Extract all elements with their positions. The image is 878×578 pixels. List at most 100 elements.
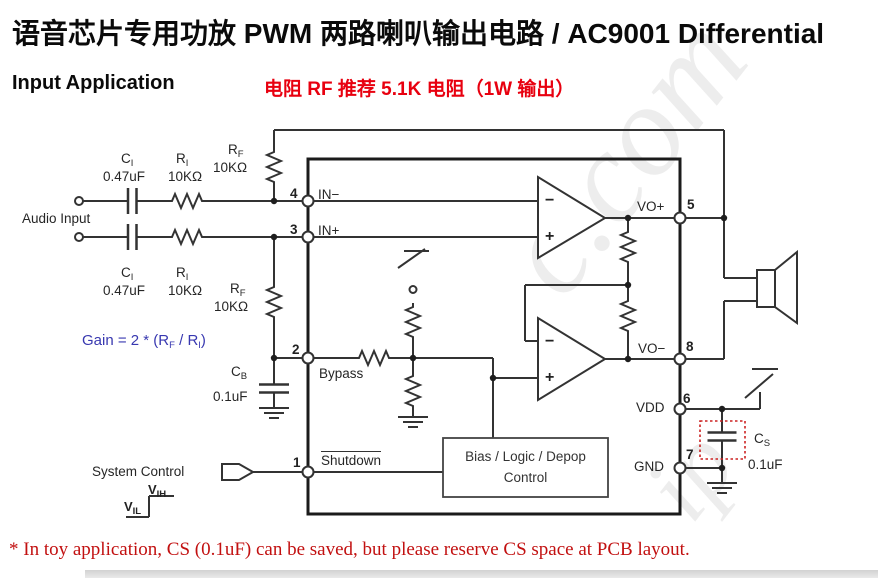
pin4-number: 4: [290, 186, 298, 201]
pin2-label: Bypass: [319, 366, 364, 381]
pin8-number: 8: [686, 339, 694, 354]
vil-label: VIL: [124, 499, 141, 517]
page-title-line2: Input Application: [12, 72, 175, 94]
value-ri-top: 10KΩ: [168, 169, 203, 184]
label-ri-top-base: R: [176, 151, 186, 166]
vil-sub: IL: [132, 506, 142, 517]
label-cs-sub: S: [763, 438, 771, 449]
opamp2-minus-sign: −: [545, 333, 555, 350]
capacitor-cb: [259, 383, 289, 394]
pin3-label: IN+: [318, 223, 340, 238]
gain-s1: F: [169, 340, 175, 351]
pin3-number: 3: [290, 222, 298, 237]
label-cs: CS: [754, 431, 770, 449]
value-rf-top: 10KΩ: [213, 160, 248, 175]
pin1-label: Shutdown: [321, 451, 382, 468]
value-ri-bottom: 10KΩ: [168, 283, 203, 298]
system-control-arrow-icon: [221, 463, 256, 481]
opamp-1: [537, 175, 607, 260]
resistor-mid-lower: [405, 371, 421, 411]
label-ci-top: CI: [121, 151, 133, 169]
label-ci-top-base: C: [121, 151, 131, 166]
opamp1-plus-sign: +: [545, 228, 555, 245]
junction-dots: [270, 197, 728, 472]
pin5-number: 5: [687, 197, 695, 212]
resistor-rf-bottom: [266, 282, 282, 322]
vil-base: V: [124, 499, 133, 514]
footnote: * In toy application, CS (0.1uF) can be …: [9, 539, 690, 560]
wires: [79, 129, 761, 518]
pin5-label: VO+: [637, 199, 665, 214]
label-cb-base: C: [231, 364, 241, 379]
bias-block-line2: Control: [503, 469, 548, 485]
label-rf-bottom-sub: F: [239, 288, 246, 299]
ic-pin-circles: [301, 194, 687, 479]
pin7-number: 7: [686, 447, 694, 462]
input-terminal-circles: [74, 196, 84, 242]
speaker-icon: [756, 249, 798, 325]
label-rf-top-base: R: [228, 142, 238, 157]
audio-input-label: Audio Input: [22, 211, 91, 226]
opamp-2: [537, 316, 607, 402]
gain-p1: Gain = 2 * (R: [82, 332, 170, 349]
label-ci-top-sub: I: [130, 158, 134, 169]
label-ri-bottom: RI: [176, 265, 188, 283]
capacitor-ci-bottom: [126, 224, 138, 250]
pin1-number: 1: [293, 455, 301, 470]
value-ci-bottom: 0.47uF: [103, 283, 146, 298]
page-title: 语音芯片专用功放 PWM 两路喇叭输出电路 / AC9001 Different…: [12, 18, 825, 49]
opamp2-plus-sign: +: [545, 369, 555, 386]
label-rf-bottom: RF: [230, 281, 246, 299]
vih-sub: IH: [156, 489, 167, 500]
value-cs: 0.1uF: [748, 457, 783, 472]
label-rf-top-sub: F: [237, 149, 244, 160]
value-rf-bottom: 10KΩ: [214, 299, 249, 314]
label-ri-bottom-sub: I: [185, 272, 189, 283]
label-cs-base: C: [754, 431, 764, 446]
label-ci-bottom: CI: [121, 265, 133, 283]
resistor-bypass: [354, 350, 394, 366]
pin6-label: VDD: [636, 400, 665, 415]
gain-p2: / R: [174, 332, 199, 349]
vih-label: VIH: [148, 482, 166, 500]
resistor-mid-upper: [405, 302, 421, 342]
pin2-number: 2: [292, 342, 300, 357]
vih-base: V: [148, 482, 157, 497]
gain-formula: Gain = 2 * (RF / RI): [82, 332, 206, 351]
opamp1-minus-sign: −: [545, 192, 555, 209]
label-ci-bottom-base: C: [121, 265, 131, 280]
gain-p3: ): [200, 332, 206, 349]
label-cb: CB: [231, 364, 247, 382]
pin8-label: VO−: [638, 341, 666, 356]
label-ri-top-sub: I: [185, 158, 189, 169]
resistor-recommendation-note: 电阻 RF 推荐 5.1K 电阻（1W 输出）: [264, 79, 575, 100]
resistor-ri-top: [167, 193, 207, 209]
resistor-feedback-upper: [620, 227, 636, 267]
resistor-ri-bottom: [167, 229, 207, 245]
label-rf-top: RF: [228, 142, 244, 160]
pin6-number: 6: [683, 391, 691, 406]
capacitor-ci-top: [126, 188, 138, 214]
bias-block: Bias / Logic / Depop Control: [443, 438, 608, 497]
pin4-label: IN−: [318, 187, 340, 202]
bottom-strip: [85, 570, 878, 578]
ic-outline: [306, 157, 682, 516]
pin7-label: GND: [634, 459, 664, 474]
gain-s2: I: [198, 340, 201, 351]
switch-vdd-icon: [744, 368, 778, 399]
switch-mid-icon: [397, 248, 429, 294]
label-ri-top: RI: [176, 151, 188, 169]
resistor-feedback-lower: [620, 296, 636, 336]
ground-cb: [259, 407, 289, 419]
label-ci-bottom-sub: I: [130, 272, 134, 283]
cs-reserved-space-box: [699, 420, 746, 460]
label-cb-sub: B: [240, 371, 248, 382]
label-rf-bottom-base: R: [230, 281, 240, 296]
label-ri-bottom-base: R: [176, 265, 186, 280]
resistor-rf-top: [266, 147, 282, 187]
system-control-label: System Control: [92, 464, 185, 479]
value-cb: 0.1uF: [213, 389, 248, 404]
capacitor-cs: [707, 431, 737, 442]
